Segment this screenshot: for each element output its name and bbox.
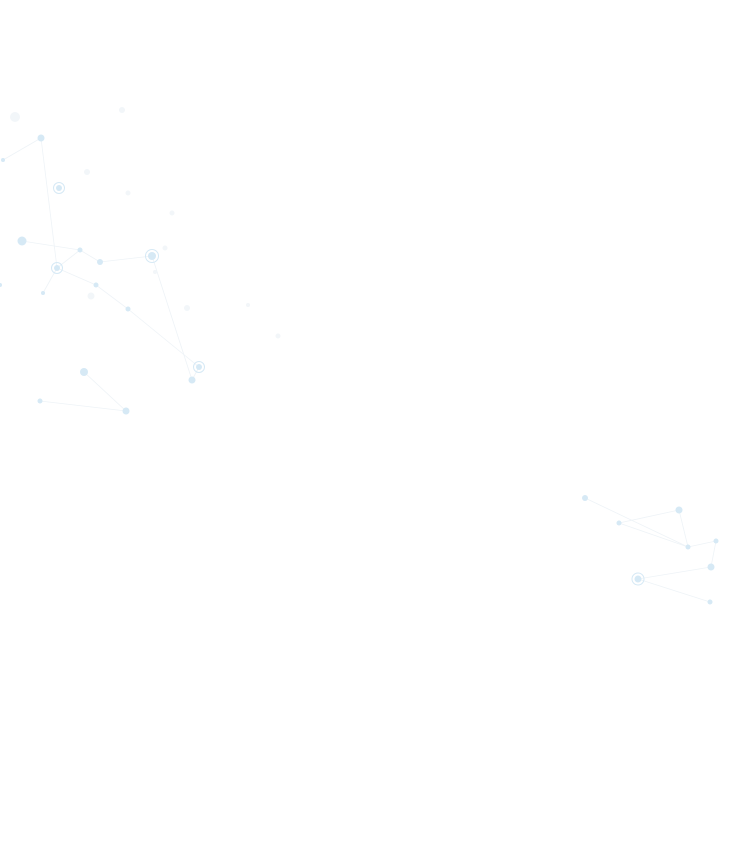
network-node-faint: [275, 333, 281, 339]
network-edge: [56, 249, 81, 269]
network-node: [685, 544, 691, 550]
network-edge: [584, 497, 689, 548]
network-edge: [79, 249, 101, 263]
network-edge: [42, 267, 58, 294]
network-edge: [151, 255, 193, 381]
network-node-faint: [84, 169, 90, 175]
network-edge: [678, 509, 689, 548]
network-node-faint: [119, 107, 125, 113]
network-node: [93, 282, 99, 288]
network-node: [616, 520, 622, 526]
network-node-faint: [153, 270, 157, 274]
network-node-faint: [87, 292, 95, 300]
network-edge: [687, 540, 717, 548]
network-node: [41, 291, 45, 295]
network-node: [125, 306, 131, 312]
network-edge: [99, 255, 153, 263]
network-node-faint: [246, 303, 250, 307]
network-node: [122, 407, 130, 415]
network-node-faint: [169, 210, 175, 216]
network-node-ring: [145, 249, 159, 263]
network-node: [54, 265, 60, 271]
network-edge: [95, 284, 129, 310]
network-node-faint: [184, 305, 190, 311]
network-edge: [618, 522, 689, 548]
network-node-faint: [10, 112, 20, 122]
network-edge: [127, 308, 200, 368]
network-node: [148, 252, 156, 260]
network-node: [80, 368, 88, 376]
network-node: [77, 247, 83, 253]
network-node: [17, 236, 27, 246]
network-node-faint: [125, 190, 131, 196]
network-node: [196, 364, 202, 370]
network-node-faint: [162, 245, 168, 251]
network-edge: [56, 267, 97, 286]
network-node-ring: [193, 361, 205, 373]
network-edge: [637, 566, 712, 580]
network-node: [675, 506, 683, 514]
network-node: [97, 259, 103, 265]
network-edge: [2, 137, 42, 161]
network-node: [0, 283, 2, 287]
network-node: [37, 398, 43, 404]
network-edge: [21, 240, 81, 251]
network-edge: [637, 578, 711, 603]
network-node: [582, 495, 588, 501]
network-edge: [39, 400, 127, 412]
network-edge: [40, 137, 58, 269]
network-node: [37, 134, 45, 142]
network-node-ring: [51, 262, 63, 274]
network-node: [56, 185, 62, 191]
network-edge: [83, 371, 127, 412]
network-node: [188, 376, 196, 384]
network-node-ring: [53, 182, 65, 194]
network-node: [634, 575, 642, 583]
network-node: [707, 599, 713, 605]
network-node: [713, 538, 719, 544]
network-node-ring: [631, 572, 645, 586]
network-edge: [618, 509, 680, 524]
network-node: [1, 158, 5, 162]
network-edge: [710, 540, 717, 568]
network-node: [707, 563, 715, 571]
